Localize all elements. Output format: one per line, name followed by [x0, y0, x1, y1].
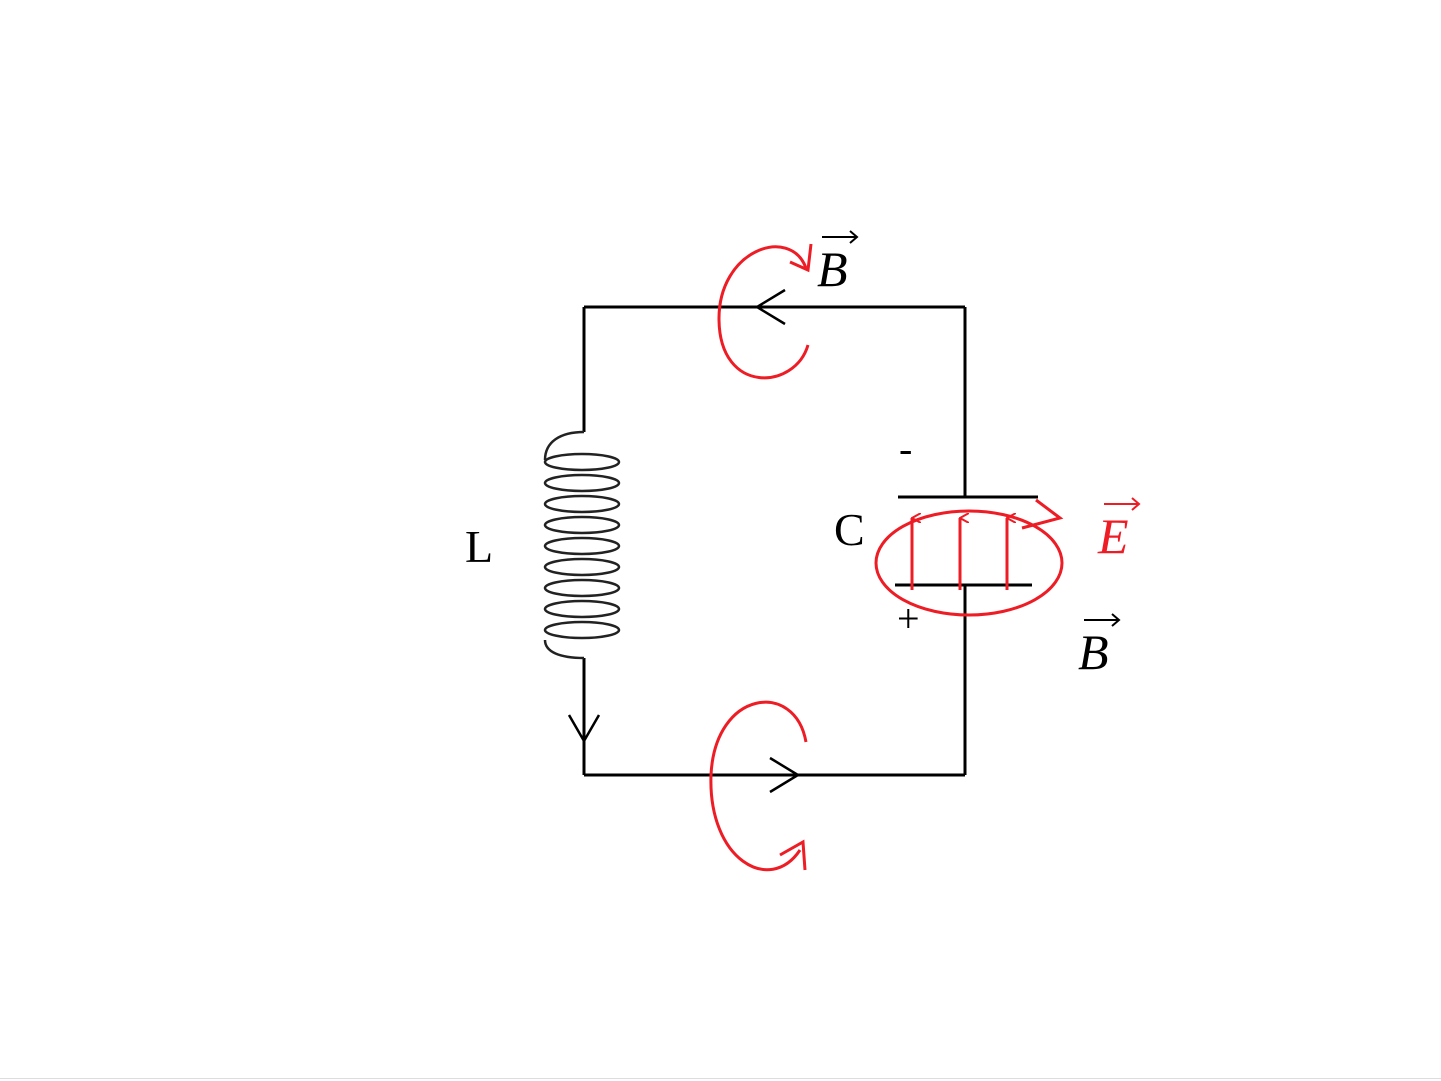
inductor-lead-bottom	[545, 640, 584, 658]
vector-overarrows	[822, 231, 1139, 626]
coil-turn	[545, 580, 619, 596]
coil-turn	[545, 559, 619, 575]
magnetic-field-label-capacitor: B	[1078, 624, 1109, 680]
coil-turn	[545, 454, 619, 470]
bottom-wire-magnetic-loop	[711, 702, 806, 870]
coil-turn	[545, 622, 619, 638]
capacitor-label: C	[834, 504, 865, 555]
coil-turn	[545, 601, 619, 617]
electric-field-label: E	[1097, 508, 1129, 564]
plate-top-sign: -	[899, 426, 912, 471]
inductor-coil	[545, 432, 619, 658]
magnetic-field-label-top: B	[817, 241, 848, 297]
bottom-divider	[0, 1078, 1441, 1079]
inductor-label: L	[465, 521, 493, 572]
plate-bottom-sign: +	[897, 596, 920, 641]
current-arrows	[569, 290, 798, 792]
coil-turn	[545, 538, 619, 554]
coil-turn	[545, 475, 619, 491]
b-field-loop-bottom	[711, 702, 806, 870]
coil-turn	[545, 496, 619, 512]
electric-field-lines	[912, 518, 1007, 590]
coil-turn	[545, 517, 619, 533]
